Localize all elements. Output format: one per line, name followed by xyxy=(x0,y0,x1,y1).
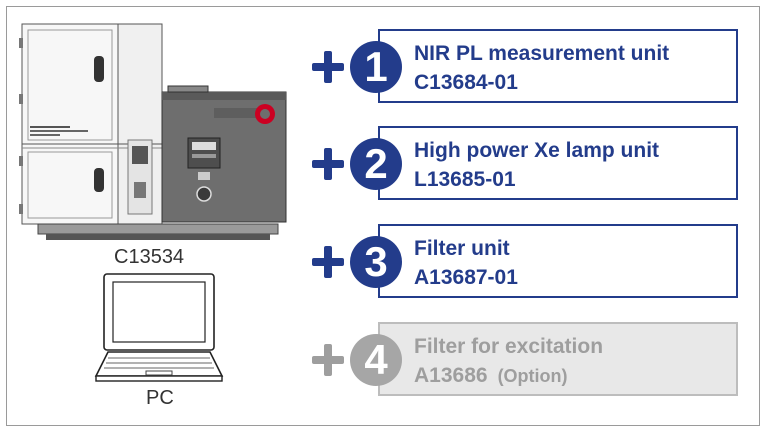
main-unit-illustration xyxy=(19,23,287,240)
main-unit-label: C13534 xyxy=(114,246,185,268)
option-note: (Option) xyxy=(497,366,568,386)
option-name: Filter for excitation xyxy=(414,335,604,358)
option-box xyxy=(378,224,738,298)
option-row-2: 2 High power Xe lamp unit L13685-01 xyxy=(312,126,740,202)
option-model: C13684-01 xyxy=(414,71,518,94)
option-row-4: 4 Filter for excitation A13686 (Option) xyxy=(312,322,740,398)
option-name: Filter unit xyxy=(414,237,510,260)
option-box xyxy=(378,29,738,103)
number-badge: 3 xyxy=(350,236,402,288)
pc-laptop-illustration xyxy=(94,273,224,382)
plus-icon xyxy=(312,148,344,180)
number-badge: 1 xyxy=(350,41,402,93)
option-box xyxy=(378,322,738,396)
option-name: High power Xe lamp unit xyxy=(414,139,660,162)
option-row-3: 3 Filter unit A13687-01 xyxy=(312,224,740,300)
number-badge: 2 xyxy=(350,138,402,190)
option-model: A13686 xyxy=(414,364,488,387)
option-box xyxy=(378,126,738,200)
pc-label: PC xyxy=(146,387,174,409)
option-model: L13685-01 xyxy=(414,168,516,191)
option-name: NIR PL measurement unit xyxy=(414,42,670,65)
option-row-1: 1 NIR PL measurement unit C13684-01 xyxy=(312,29,740,105)
option-model: A13687-01 xyxy=(414,266,518,289)
plus-icon xyxy=(312,51,344,83)
plus-icon xyxy=(312,246,344,278)
number-badge: 4 xyxy=(350,334,402,386)
option-model-line: A13686 (Option) xyxy=(414,364,568,388)
plus-icon xyxy=(312,344,344,376)
